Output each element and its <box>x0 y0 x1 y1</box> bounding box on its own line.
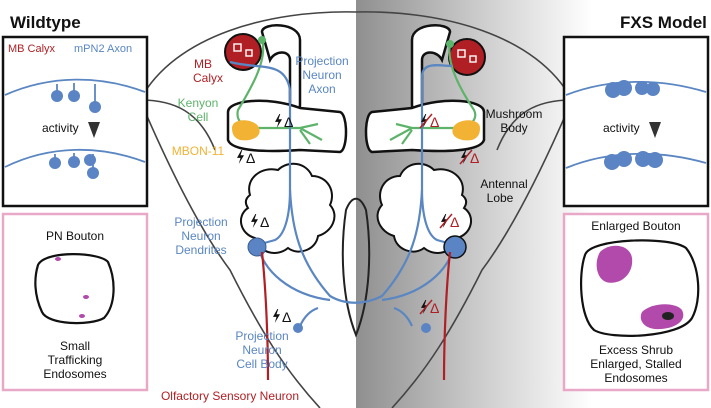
label-pn-body-2: Neuron <box>242 343 281 357</box>
svg-text:MB Calyx: MB Calyx <box>8 43 56 55</box>
label-mb-calyx-1: MB <box>194 57 212 71</box>
svg-text:Δ: Δ <box>246 150 255 166</box>
svg-text:Δ: Δ <box>470 150 479 166</box>
olfactory-sensory-neurons <box>260 251 452 381</box>
label-pn-body-3: Cell Body <box>236 357 287 371</box>
label-pn-axon-3: Axon <box>308 82 335 96</box>
wildtype-activity-panel: MB Calyx mPN2 Axon activity <box>1 35 149 208</box>
svg-text:Small: Small <box>60 339 90 353</box>
label-kenyon-1: Kenyon <box>178 96 219 110</box>
label-pn-axon-1: Projection <box>295 54 348 68</box>
mbon-right <box>452 120 480 141</box>
svg-text:Δ: Δ <box>450 214 459 230</box>
label-antennal-2: Lobe <box>487 191 514 205</box>
label-osn: Olfactory Sensory Neuron <box>161 389 299 403</box>
antennal-lobes <box>239 162 473 254</box>
label-mbon: MBON-11 <box>172 144 225 158</box>
label-mushroom-1: Mushroom <box>486 107 543 121</box>
label-kenyon-2: Cell <box>188 110 209 124</box>
svg-text:Δ: Δ <box>282 309 291 325</box>
label-pn-body-1: Projection <box>235 329 288 343</box>
svg-text:Δ: Δ <box>430 114 439 130</box>
fxs-activity-panel: activity <box>562 35 710 208</box>
label-antennal-1: Antennal <box>480 177 527 191</box>
svg-text:Endosomes: Endosomes <box>43 367 106 381</box>
label-pn-axon-2: Neuron <box>302 68 341 82</box>
label-mb-calyx-2: Calyx <box>193 71 223 85</box>
svg-text:activity: activity <box>603 121 640 135</box>
brain-outline <box>139 11 573 408</box>
label-mushroom-2: Body <box>500 121 527 135</box>
svg-text:Enlarged, Stalled: Enlarged, Stalled <box>590 357 681 371</box>
label-pn-dendrites-1: Projection <box>174 215 227 229</box>
svg-text:Enlarged Bouton: Enlarged Bouton <box>591 219 680 233</box>
svg-text:activity: activity <box>42 121 79 135</box>
calyx-right <box>448 38 486 76</box>
svg-text:Excess Shrub: Excess Shrub <box>599 343 673 357</box>
wildtype-title: Wildtype <box>10 13 81 32</box>
mbon-left <box>232 120 260 141</box>
svg-text:Endosomes: Endosomes <box>604 371 667 385</box>
label-pn-dendrites-3: Dendrites <box>175 243 226 257</box>
svg-text:Trafficking: Trafficking <box>48 353 103 367</box>
fxs-bouton-panel: Enlarged Bouton Excess Shrub Enlarged, S… <box>562 212 710 392</box>
svg-text:Δ: Δ <box>284 114 293 130</box>
wildtype-bouton-panel: PN Bouton Small Trafficking Endosomes <box>1 212 149 392</box>
svg-text:mPN2 Axon: mPN2 Axon <box>74 43 132 55</box>
svg-text:Δ: Δ <box>260 214 269 230</box>
fxs-title: FXS Model <box>620 13 707 32</box>
label-pn-dendrites-2: Neuron <box>181 229 220 243</box>
svg-text:PN Bouton: PN Bouton <box>46 229 104 243</box>
activity-markers: Δ Δ Δ Δ Δ Δ Δ Δ <box>237 113 479 325</box>
calyx-left <box>224 33 262 71</box>
svg-text:Δ: Δ <box>430 300 439 316</box>
